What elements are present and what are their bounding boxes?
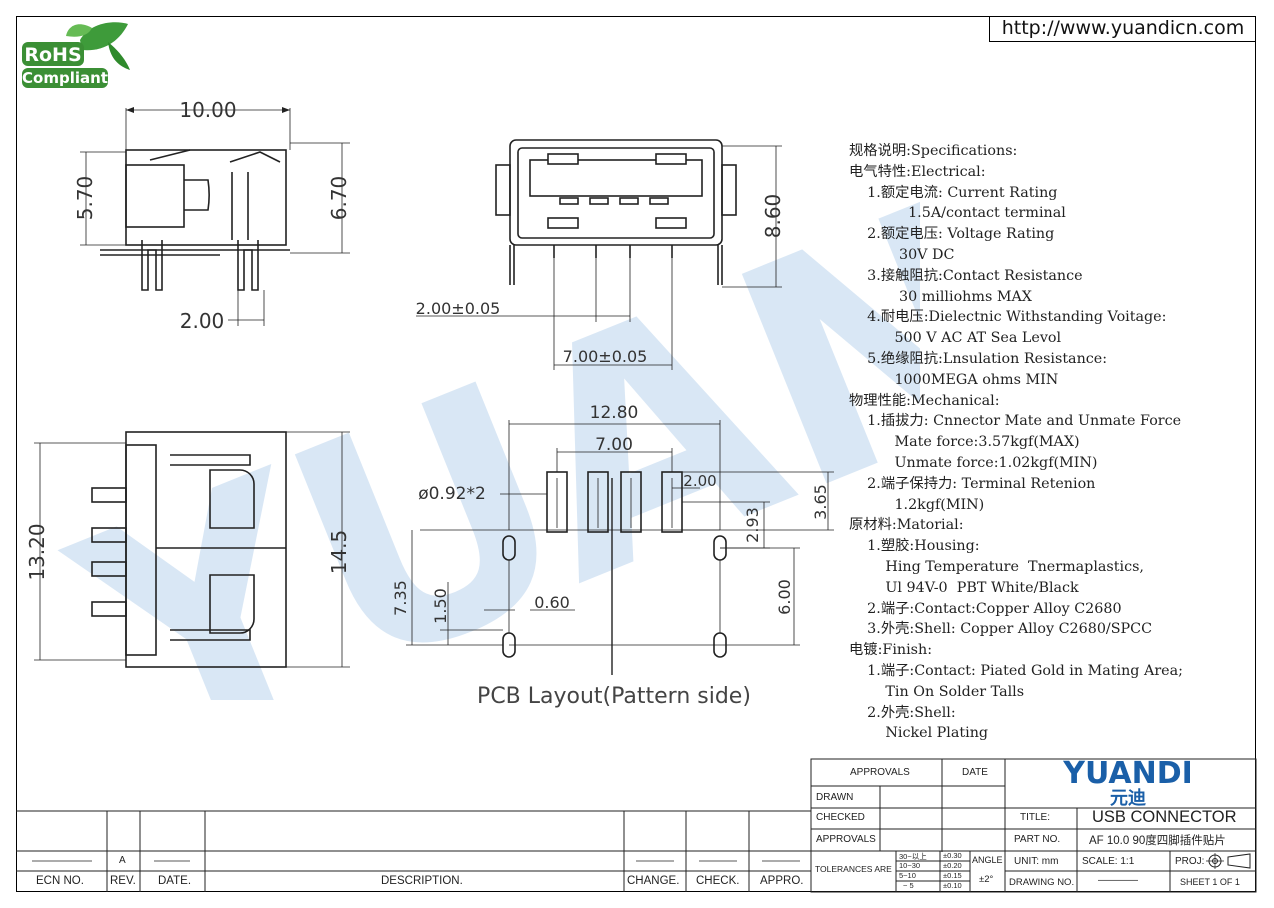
side-width-label: 10.00 [179,98,236,122]
spec-line: 30 milliohms MAX [849,288,1032,305]
tol-range-2: 10~30 [899,861,921,870]
spec-line: Ul 94V-0 PBT White/Black [849,579,1079,596]
brand-logo-cjk: 元迪 [1110,788,1146,809]
pcb-h2-label: 2.93 [743,507,762,543]
pcb-h1-label: 3.65 [811,484,830,520]
side-height-left-label: 5.70 [73,176,97,221]
tol-range-4: ~ 5 [903,881,914,890]
checked-label: CHECKED [816,812,865,823]
front-view: 8.60 2.00±0.05 7.00±0.05 [416,139,785,370]
sheet-label: SHEET 1 OF 1 [1180,877,1240,887]
side-pitch-label: 2.00 [180,309,225,333]
spec-line: 1.端子:Contact: Piated Gold in Mating Area… [849,662,1183,679]
pcb-h6-label: 0.60 [534,593,570,612]
spec-line: 3.接触阻抗:Contact Resistance [849,267,1083,284]
pcb-width-label: 12.80 [590,403,639,423]
spec-line: 1.5A/contact terminal [849,205,1066,222]
col-rev: REV. [110,875,136,887]
rohs-compliant-logo: RoHS Compliant [22,22,130,88]
spec-line: 1.塑胶:Housing: [849,538,980,555]
spec-line: 500 V AC AT Sea Levol [849,330,1062,347]
drawing-frame [16,16,1256,892]
spec-line: Unmate force:1.02kgf(MIN) [849,454,1098,471]
website-url[interactable]: http://www.yuandicn.com [989,16,1256,42]
spec-line: 1000MEGA ohms MIN [849,371,1059,388]
drawing-no-value: ———— [1098,875,1138,886]
col-appro: APPRO. [760,875,804,887]
pcb-h4-label: 7.35 [391,580,410,616]
spec-line: Nickel Plating [849,725,989,742]
title-label: TITLE: [1020,812,1051,823]
pcb-hole-label: ø0.92*2 [418,484,486,504]
pcb-inner-label: 7.00 [595,435,633,455]
spec-line: 30V DC [849,246,955,263]
side-view: 10.00 5.70 6.70 2.00 [73,98,351,333]
part-no-value: AF 10.0 90度四脚插件贴片 [1089,835,1226,847]
spec-line: 规格说明:Specifications: [849,143,1018,159]
pcb-layout-caption: PCB Layout(Pattern side) [477,684,751,709]
unit-label: UNIT: mm [1014,856,1059,867]
spec-line: 电镀:Finish: [849,642,933,659]
front-pitch-label: 2.00±0.05 [416,299,501,318]
approvals-label: APPROVALS [816,834,876,845]
spec-line: 4.耐电压:Dielectnic Withstanding Voitage: [849,309,1167,326]
spec-line: Mate force:3.57kgf(MAX) [849,434,1080,451]
front-height-label: 8.60 [761,194,785,239]
spec-line: Tin On Solder Talls [849,683,1025,700]
date-header: DATE [962,767,988,778]
col-date: DATE. [158,875,192,887]
drawing-no-label: DRAWING NO. [1009,877,1075,888]
tol-value-1: ±0.30 [943,851,962,860]
pcb-pitch-label: 2.00 [683,472,716,490]
col-check: CHECK. [696,875,740,887]
pcb-h3-label: 6.00 [775,579,794,615]
col-description: DESCRIPTION. [381,875,463,887]
spec-line: 物理性能:Mechanical: [849,392,1000,409]
angle-value: ±2° [979,874,994,885]
scale-label: SCALE: 1:1 [1082,856,1135,867]
angle-label: ANGLE [972,855,1003,865]
spec-line: 1.2kgf(MIN) [849,496,985,513]
tol-value-3: ±0.15 [943,871,962,880]
compliant-text: Compliant [22,69,108,87]
approvals-header: APPROVALS [850,767,910,778]
spec-line: 2.端子:Contact:Copper Alloy C2680 [849,600,1122,617]
rohs-text: RoHS [24,44,81,66]
spec-line: 1.插拔力: Cnnector Mate and Unmate Force [849,413,1182,430]
title-value: USB CONNECTOR [1092,808,1237,826]
pcb-layout-view: 12.80 7.00 2.00 ø0.92*2 3.65 2.93 [391,403,834,709]
tol-range-1: 30~以上 [899,852,927,861]
spec-line: 电气特性:Electrical: [849,163,986,180]
tol-value-2: ±0.20 [943,861,962,870]
specifications-list: 规格说明:Specifications: 电气特性:Electrical: 1.额… [849,141,1259,744]
tol-range-3: 5~10 [899,871,916,880]
spec-line: Hing Temperature Tnermaplastics, [849,558,1144,575]
brand-logo-text: YUANDI [1062,756,1193,791]
side-height-right-label: 6.70 [327,176,351,221]
spec-line: 2.外壳:Shell: [849,704,956,721]
spec-line: 原材料:Matorial: [849,517,964,534]
bottom-height-right-label: 14.5 [327,530,351,575]
spec-line: 2.额定电压: Voltage Rating [849,226,1055,243]
rev-value: A [119,855,126,866]
bottom-view: 13.20 14.5 [25,431,351,668]
spec-line: 5.绝缘阻抗:Lnsulation Resistance: [849,350,1108,367]
pcb-h5-label: 1.50 [431,588,450,624]
proj-label: PROJ: [1175,856,1205,867]
col-ecn-no: ECN NO. [36,875,84,887]
front-span-label: 7.00±0.05 [563,347,648,366]
tolerances-label: TOLERANCES ARE [815,864,892,874]
bottom-height-left-label: 13.20 [25,523,49,580]
spec-line: 2.端子保持力: Terminal Retenion [849,475,1096,492]
tol-value-4: ±0.10 [943,881,962,890]
col-change: CHANGE. [627,875,680,887]
drawn-label: DRAWN [816,792,854,803]
spec-line: 1.额定电流: Current Rating [849,184,1058,201]
spec-line: 3.外壳:Shell: Copper Alloy C2680/SPCC [849,621,1153,638]
part-no-label: PART NO. [1014,834,1061,845]
